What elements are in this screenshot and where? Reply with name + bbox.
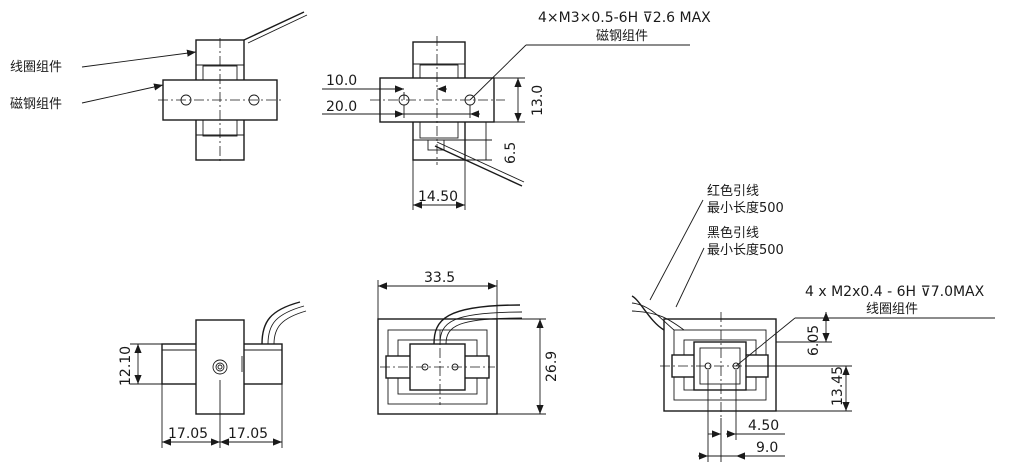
dim-17-05-left: 17.05 [168,426,208,442]
red-lead-length: 最小长度500 [707,200,784,216]
thread-target-magnet: 磁钢组件 [596,29,648,44]
black-lead-label: 黑色引线 [707,225,759,241]
dim-26-9: 26.9 [544,351,560,382]
view-bottom-middle: 33.5 26.9 [377,270,560,415]
black-lead-length: 最小长度500 [707,242,784,258]
view-bottom-right: 红色引线 最小长度500 黑色引线 最小长度500 4 x M2x0.4 - 6… [631,183,995,462]
dim-14-5: 14.50 [418,189,458,205]
label-magnet-assembly: 磁钢组件 [10,97,62,112]
dim-6-5: 6.5 [503,142,519,164]
thread-spec-m2: 4 x M2x0.4 - 6H ⊽7.0MAX [805,284,985,300]
dim-10: 10.0 [326,73,357,89]
dim-20: 20.0 [326,99,357,115]
dim-6-05: 6.05 [806,325,822,356]
dim-13-45: 13.45 [830,366,846,406]
dim-9: 9.0 [756,440,778,456]
red-lead-label: 红色引线 [707,183,759,199]
dim-17-05-right: 17.05 [228,426,268,442]
view-top-left: 线圈组件 磁钢组件 [10,11,308,162]
dim-4-5: 4.50 [748,418,779,434]
thread-target-coil: 线圈组件 [866,302,918,317]
dim-33-5: 33.5 [424,270,455,286]
dim-12-1: 12.10 [118,346,134,386]
thread-spec-m3: 4×M3×0.5-6H ⊽2.6 MAX [538,10,711,26]
label-coil-assembly: 线圈组件 [10,60,62,75]
view-bottom-left: 12.10 17.05 17.05 [118,301,307,448]
dim-13: 13.0 [530,85,546,116]
view-top-middle: 10.0 20.0 13.0 6.5 14.50 4×M3×0.5-6H ⊽2.… [322,10,711,210]
